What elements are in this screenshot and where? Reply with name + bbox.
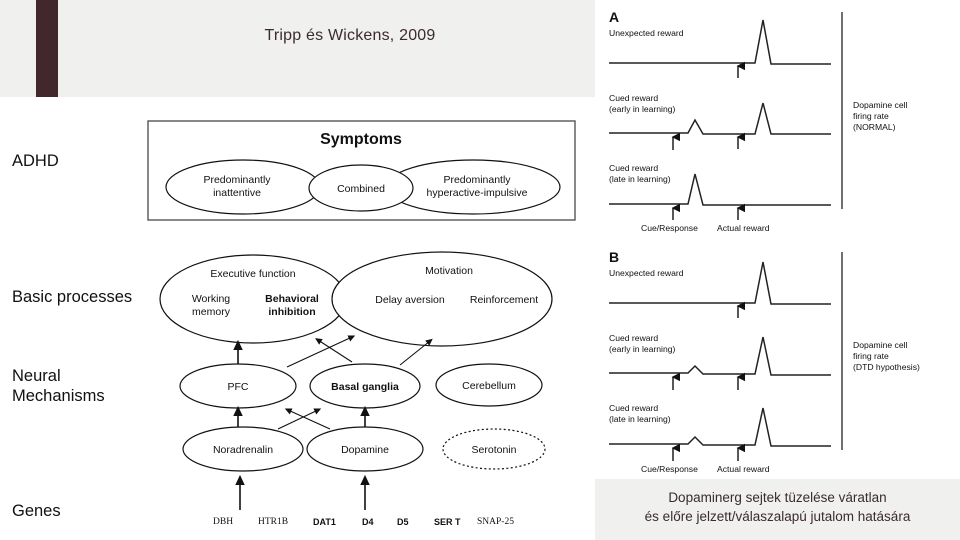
label-predominantly-hyperactive-impulsive-line2: hyperactive-impulsive: [427, 187, 528, 199]
panel-b-reward-axis-label: Actual reward: [717, 464, 770, 474]
label-predominantly-inattentive-line2: inattentive: [213, 187, 261, 199]
gene-label-d4: D4: [362, 517, 374, 527]
panel-a-trace3: [609, 173, 831, 206]
panel-a-right-label-line2: firing rate: [853, 111, 889, 121]
figure-caption-line1: Dopaminerg sejtek tüzelése váratlan: [668, 490, 887, 505]
arrow-basal-ganglia-to-motivation: [399, 338, 433, 366]
panel-b-right-label-line3: (DTD hypothesis): [853, 362, 920, 372]
ellipse-dopamine: [306, 426, 424, 472]
panel-b-trace3-label-line2: (late in learning): [609, 414, 671, 424]
panel-a-trace2: [609, 102, 831, 135]
panel-b-trace3: [609, 407, 831, 447]
panel-b-trace3-label-line1: Cued reward: [609, 403, 658, 413]
label-behavioral-inhibition-line2: inhibition: [268, 306, 315, 318]
arrow-noradrenalin-to-basal-ganglia: [277, 408, 322, 430]
dopamine-figure-canvas: A Unexpected reward Cued reward (early i…: [609, 9, 920, 474]
gene-label-dat1: DAT1: [313, 517, 336, 527]
gene-label-htr1b: HTR1B: [258, 517, 289, 527]
panel-b-letter: B: [609, 249, 619, 265]
panel-a-cue-axis-label: Cue/Response: [641, 223, 698, 233]
panel-a-trace3-label-line1: Cued reward: [609, 163, 658, 173]
accent-bar: [36, 0, 58, 97]
diagram-canvas: Symptoms Predominantly inattentive Combi…: [147, 120, 576, 510]
adhd-model-diagram: ADHD Basic processes Neural Mechanisms G…: [0, 97, 595, 540]
label-working-memory-line1: Working: [192, 293, 230, 305]
arrow-basal-ganglia-to-executive-function: [315, 338, 353, 363]
panel-b-trace2-label-line2: (early in learning): [609, 344, 676, 354]
label-delay-aversion: Delay aversion: [375, 294, 445, 306]
label-reinforcement: Reinforcement: [470, 294, 538, 306]
panel-a-trace3-label-line2: (late in learning): [609, 174, 671, 184]
ellipse-combined: [308, 164, 414, 212]
ellipse-serotonin: [442, 428, 546, 470]
label-working-memory-line2: memory: [192, 306, 231, 318]
panel-b-trace1: [609, 261, 831, 305]
symptoms-box: [147, 120, 576, 221]
arrow-dopamine-to-pfc: [284, 408, 331, 430]
label-combined: Combined: [337, 183, 385, 195]
ellipse-noradrenalin: [182, 426, 304, 472]
label-pfc: PFC: [228, 381, 249, 393]
row-label-neural-mechanisms: Neural Mechanisms: [12, 367, 105, 407]
label-noradrenalin: Noradrenalin: [213, 444, 273, 456]
symptoms-title: Symptoms: [320, 131, 402, 148]
panel-a-reward-axis-label: Actual reward: [717, 223, 770, 233]
panel-a-right-label-line3: (NORMAL): [853, 122, 896, 132]
panel-b-trace2: [609, 336, 831, 376]
row-label-basic-processes: Basic processes: [12, 288, 133, 306]
row-label-neural-line1: Neural: [12, 367, 61, 385]
gene-label-ser-t: SER T: [434, 517, 461, 527]
ellipse-motivation: [331, 251, 553, 347]
panel-a-right-label-line1: Dopamine cell: [853, 100, 908, 110]
panel-a-trace1: [609, 19, 831, 65]
panel-a-trace2-label-line2: (early in learning): [609, 104, 676, 114]
label-motivation: Motivation: [425, 265, 473, 277]
label-predominantly-inattentive-line1: Predominantly: [203, 174, 271, 186]
arrow-pfc-to-motivation: [286, 335, 356, 368]
label-dopamine: Dopamine: [341, 444, 389, 456]
page-title: Tripp és Wickens, 2009: [264, 27, 436, 44]
panel-a-trace1-label: Unexpected reward: [609, 28, 684, 38]
row-label-genes: Genes: [12, 502, 61, 520]
label-cerebellum: Cerebellum: [462, 380, 516, 392]
label-behavioral-inhibition-line1: Behavioral: [265, 293, 319, 305]
figure-caption: Dopaminerg sejtek tüzelése váratlan és e…: [595, 488, 960, 526]
panel-b-cue-axis-label: Cue/Response: [641, 464, 698, 474]
row-label-adhd: ADHD: [12, 152, 59, 170]
panel-b-right-label-line1: Dopamine cell: [853, 340, 908, 350]
figure-caption-band: Dopaminerg sejtek tüzelése váratlan és e…: [595, 479, 960, 540]
ellipse-cerebellum: [435, 363, 543, 407]
label-predominantly-hyperactive-impulsive-line1: Predominantly: [443, 174, 511, 186]
panel-a-letter: A: [609, 9, 619, 25]
panel-a-trace2-label-line1: Cued reward: [609, 93, 658, 103]
gene-label-d5: D5: [397, 517, 409, 527]
label-executive-function: Executive function: [210, 268, 295, 280]
panel-b-trace1-label: Unexpected reward: [609, 268, 684, 278]
gene-label-dbh: DBH: [213, 517, 234, 527]
dopamine-firing-figure: A Unexpected reward Cued reward (early i…: [595, 0, 960, 479]
row-label-neural-line2: Mechanisms: [12, 386, 105, 405]
label-basal-ganglia: Basal ganglia: [331, 381, 399, 393]
gene-label-snap-25: SNAP-25: [477, 517, 514, 527]
panel-b-trace2-label-line1: Cued reward: [609, 333, 658, 343]
figure-caption-line2: és előre jelzett/válaszalapú jutalom hat…: [644, 509, 911, 525]
label-serotonin: Serotonin: [472, 444, 517, 456]
panel-b-right-label-line2: firing rate: [853, 351, 889, 361]
